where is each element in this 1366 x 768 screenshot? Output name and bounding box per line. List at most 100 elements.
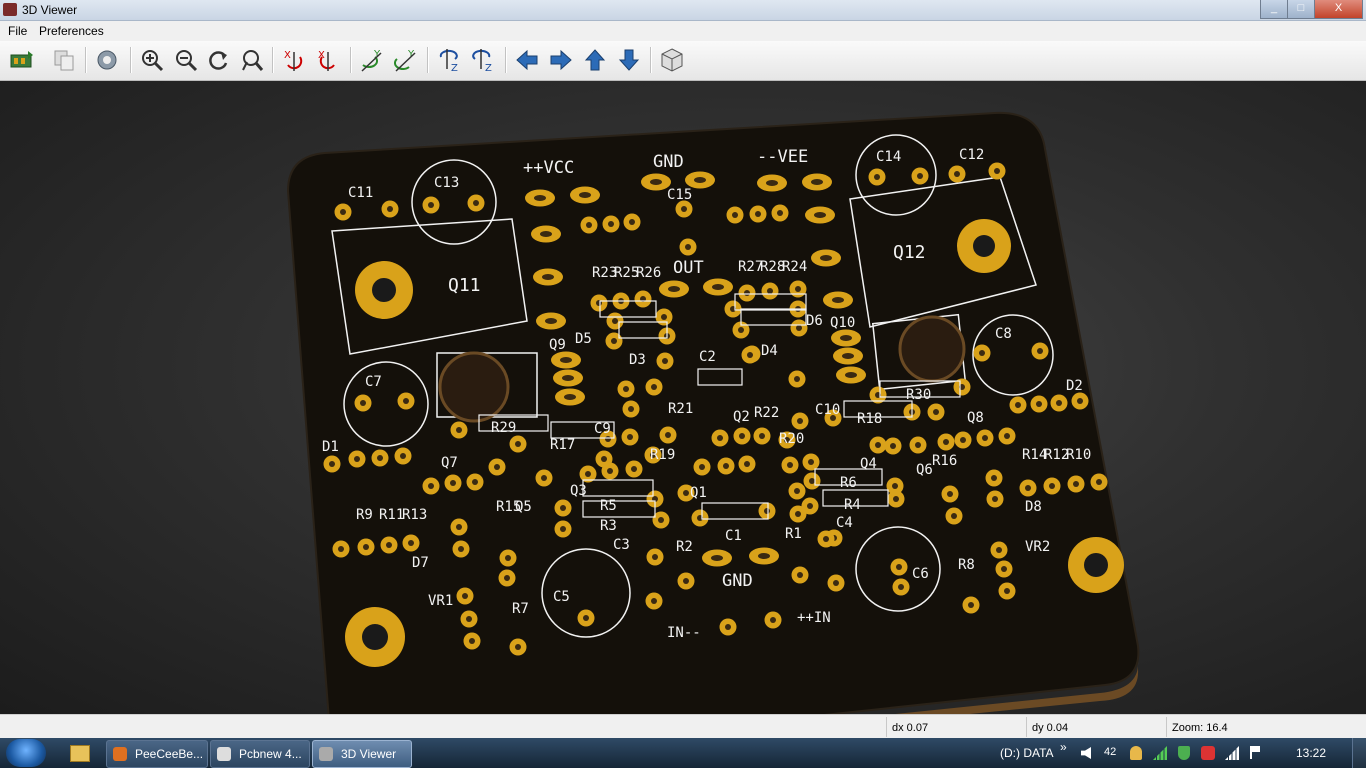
ref-c8: C8 xyxy=(995,326,1012,342)
pcb-pad-hole xyxy=(699,464,705,470)
rotate-x-ccw-icon[interactable]: X xyxy=(315,46,343,74)
pcb-pad-hole xyxy=(665,432,671,438)
pcb-pad-hole xyxy=(766,180,778,186)
show-desktop-button[interactable] xyxy=(1352,738,1366,768)
settings-gear-icon[interactable] xyxy=(93,46,121,74)
pcb-pad-hole xyxy=(996,547,1002,553)
menu-file[interactable]: File xyxy=(8,24,28,38)
pcbnew-icon xyxy=(217,747,231,761)
pcb-pad-hole xyxy=(794,376,800,382)
rotate-x-cw-icon[interactable]: X xyxy=(281,46,309,74)
tray-drive[interactable]: (D:) DATA xyxy=(1000,746,1054,760)
pcb-pad-hole xyxy=(845,372,857,378)
pcb-pad-hole xyxy=(994,168,1000,174)
signal-icon[interactable] xyxy=(1153,746,1167,760)
menu-preferences[interactable]: Preferences xyxy=(39,24,104,38)
close-button[interactable]: X xyxy=(1314,0,1363,19)
pcb-pad-hole xyxy=(515,441,521,447)
pcb-pad-hole xyxy=(387,206,393,212)
pcb-pad-hole xyxy=(795,286,801,292)
svg-text:Y: Y xyxy=(373,49,381,60)
rotate-y-cw-icon[interactable]: Y xyxy=(358,46,386,74)
tray-chevron[interactable]: » xyxy=(1060,740,1067,754)
pcb-silk-outline xyxy=(701,502,769,520)
pcb-pad-hole xyxy=(400,453,406,459)
pcb-pad-hole xyxy=(586,222,592,228)
tray-volume-level: 42 xyxy=(1104,746,1117,758)
network-bars-icon[interactable] xyxy=(1225,746,1239,760)
rotate-z-cw-icon[interactable]: Z xyxy=(436,46,464,74)
ortho-view-icon[interactable] xyxy=(658,46,686,74)
tray-clock[interactable]: 13:22 xyxy=(1296,746,1327,760)
label-out: OUT xyxy=(673,258,704,278)
pcb-pad-hole xyxy=(1036,401,1042,407)
pcb-pad-hole xyxy=(809,478,815,484)
move-up-icon[interactable] xyxy=(581,46,609,74)
ref-q11: Q11 xyxy=(448,275,481,296)
pcb-pad-hole xyxy=(933,409,939,415)
pcb-pad-hole xyxy=(545,318,557,324)
pcb-pad-hole xyxy=(797,572,803,578)
svg-text:X: X xyxy=(284,50,291,61)
pcb-pad-hole xyxy=(794,488,800,494)
pcb-pad-hole xyxy=(770,617,776,623)
rotate-z-ccw-icon[interactable]: Z xyxy=(470,46,498,74)
ref-c6: C6 xyxy=(912,566,929,582)
task-pcbnew[interactable]: Pcbnew 4... xyxy=(210,740,310,768)
ref-r6: R6 xyxy=(840,475,857,491)
ref-q9: Q9 xyxy=(549,337,566,353)
ref-d1: D1 xyxy=(322,439,339,455)
ref-d3: D3 xyxy=(629,352,646,368)
pcb-pad-hole xyxy=(651,598,657,604)
pcb-pad-hole xyxy=(767,288,773,294)
move-down-icon[interactable] xyxy=(615,46,643,74)
ref-c11: C11 xyxy=(348,185,373,201)
maximize-button[interactable]: □ xyxy=(1287,0,1315,19)
rotate-y-ccw-icon[interactable]: Y xyxy=(392,46,420,74)
flag-icon[interactable] xyxy=(1250,746,1262,759)
ref-r8: R8 xyxy=(958,557,975,573)
ref-d5: D5 xyxy=(575,331,592,347)
copy-image-icon[interactable] xyxy=(50,46,78,74)
redraw-icon[interactable] xyxy=(205,46,233,74)
ref-q4: Q4 xyxy=(860,456,877,472)
pcb-pad-hole xyxy=(683,490,689,496)
reload-board-icon[interactable] xyxy=(8,46,36,74)
explorer-icon[interactable] xyxy=(70,745,90,762)
user-icon[interactable] xyxy=(1130,746,1142,760)
start-button[interactable] xyxy=(6,739,46,767)
antivirus-icon[interactable] xyxy=(1201,746,1215,760)
pcb-pad-hole xyxy=(505,555,511,561)
ref-q12: Q12 xyxy=(893,242,926,263)
pcb-pad-hole xyxy=(628,406,634,412)
volume-icon[interactable] xyxy=(1081,747,1091,759)
ref-r10: R10 xyxy=(1066,447,1091,463)
ref-c13: C13 xyxy=(434,175,459,191)
pcb-pad-hole xyxy=(874,174,880,180)
pcb-pad-hole xyxy=(560,526,566,532)
3d-viewport[interactable]: ++VCC GND --VEE OUT GND IN-- ++IN xyxy=(0,81,1366,714)
ref-vr1: VR1 xyxy=(428,593,453,609)
ref-c10: C10 xyxy=(815,402,840,418)
pcb-pad-hole xyxy=(814,212,826,218)
task-peeceebe[interactable]: PeeCeeBe... xyxy=(106,740,208,768)
pcb-pad-hole xyxy=(744,461,750,467)
task-3d-viewer[interactable]: 3D Viewer xyxy=(312,740,412,768)
shield-icon[interactable] xyxy=(1178,746,1190,760)
zoom-in-icon[interactable] xyxy=(138,46,166,74)
pcb-pad-hole xyxy=(403,398,409,404)
firefox-icon xyxy=(113,747,127,761)
minimize-button[interactable]: _ xyxy=(1260,0,1288,19)
pcb-pad-hole xyxy=(842,353,854,359)
zoom-fit-icon[interactable] xyxy=(238,46,266,74)
pcb-pad-hole xyxy=(662,358,668,364)
pcb-pad-hole xyxy=(611,338,617,344)
pcb-pad-hole xyxy=(560,505,566,511)
zoom-out-icon[interactable] xyxy=(172,46,200,74)
ref-c9: C9 xyxy=(594,421,611,437)
move-right-icon[interactable] xyxy=(547,46,575,74)
pcb-pad-hole xyxy=(917,173,923,179)
pcb-pad-hole xyxy=(428,483,434,489)
pcb-pad-hole xyxy=(732,212,738,218)
move-left-icon[interactable] xyxy=(513,46,541,74)
